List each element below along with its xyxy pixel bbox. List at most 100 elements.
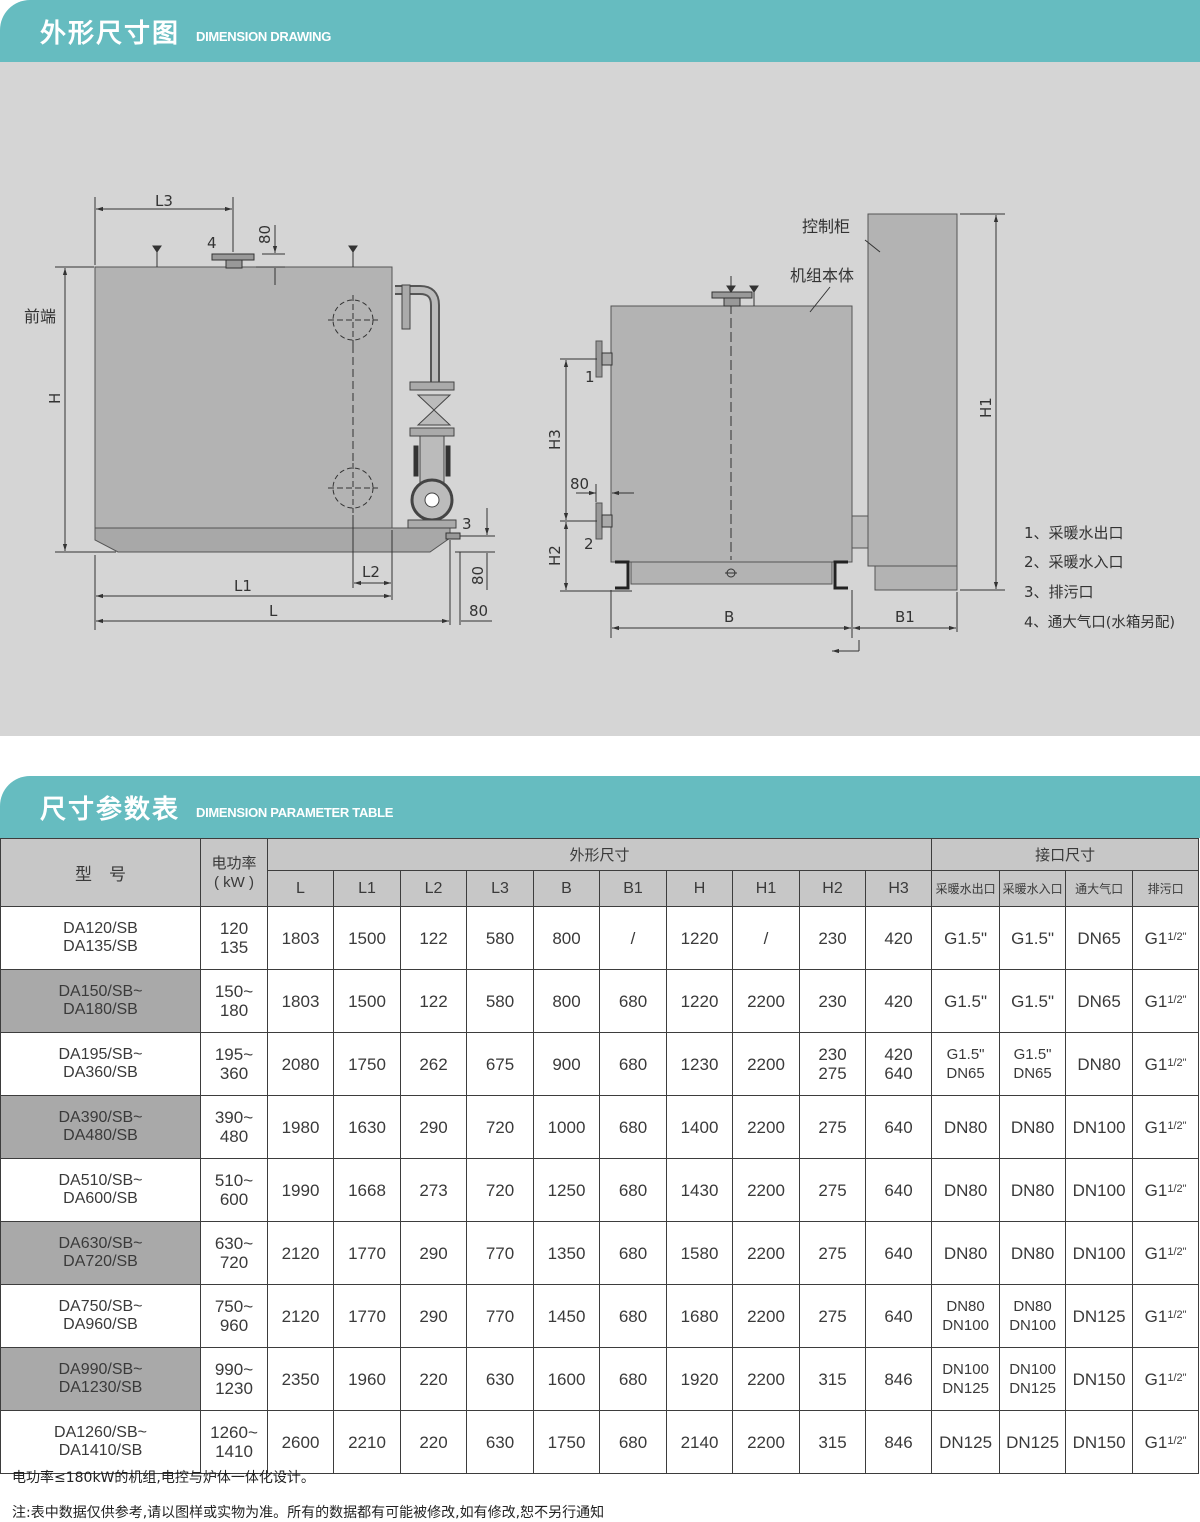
th-dim-l: L <box>267 870 334 907</box>
cell-port: G11/2" <box>1132 1095 1200 1159</box>
drain-size-base: G1 <box>1144 1370 1168 1389</box>
cell-dim: 1668 <box>333 1158 401 1222</box>
cell-power: 150~ 180 <box>200 969 268 1033</box>
cell-port: DN125 <box>1065 1284 1134 1348</box>
cell-dim: 275 <box>799 1095 866 1159</box>
cell-dim: 315 <box>799 1347 866 1411</box>
cell-dim: 420 <box>864 906 933 970</box>
drain-size-fraction: 1/2" <box>1167 1057 1187 1069</box>
th-dim-l3: L3 <box>466 870 534 907</box>
cell-dim: 2120 <box>267 1221 334 1285</box>
cell-port: DN100 <box>1065 1221 1134 1285</box>
cell-dim: 2080 <box>267 1032 334 1096</box>
cell-model: DA390/SB~ DA480/SB <box>0 1095 201 1159</box>
cell-dim: 580 <box>466 969 534 1033</box>
cell-port: G11/2" <box>1132 1347 1200 1411</box>
cell-port: DN80 <box>999 1095 1067 1159</box>
cell-dim: 290 <box>400 1221 467 1285</box>
cell-dim: 275 <box>799 1284 866 1348</box>
cell-power: 510~ 600 <box>200 1158 268 1222</box>
cell-port: G1.5" <box>931 969 1001 1033</box>
cell-dim: 230 <box>799 969 866 1033</box>
drain-size-fraction: 1/2" <box>1167 1435 1187 1447</box>
label-H: H <box>46 393 64 404</box>
cell-dim: 846 <box>864 1410 933 1474</box>
cell-power: 120 135 <box>200 906 268 970</box>
th-dim-l2: L2 <box>400 870 467 907</box>
cell-dim: 315 <box>799 1410 866 1474</box>
label-L: L <box>269 602 278 620</box>
cell-dim: 2200 <box>732 1410 800 1474</box>
th-dim-l1: L1 <box>333 870 401 907</box>
cell-port: DN150 <box>1065 1347 1134 1411</box>
cell-port: DN80 <box>931 1221 1001 1285</box>
cell-dim: 2200 <box>732 1095 800 1159</box>
drain-size-base: G1 <box>1144 1181 1168 1200</box>
cell-dim: 122 <box>400 969 467 1033</box>
cell-port: DN80 <box>999 1221 1067 1285</box>
cell-dim: 2600 <box>267 1410 334 1474</box>
label-H3: H3 <box>546 429 564 450</box>
cell-dim: 640 <box>864 1284 933 1348</box>
cell-dim: 1770 <box>333 1284 401 1348</box>
cell-dim: 1230 <box>666 1032 733 1096</box>
cell-port: DN100 <box>1065 1095 1134 1159</box>
drain-size-base: G1 <box>1144 1244 1168 1263</box>
cell-dim: 1980 <box>267 1095 334 1159</box>
cell-model: DA990/SB~ DA1230/SB <box>0 1347 201 1411</box>
cell-port: G11/2" <box>1132 1284 1200 1348</box>
cell-dim: 900 <box>533 1032 600 1096</box>
cell-port: DN65 <box>1065 969 1134 1033</box>
th-port-3: 排污口 <box>1132 870 1200 907</box>
cell-dim: 1960 <box>333 1347 401 1411</box>
cell-dim: 1450 <box>533 1284 600 1348</box>
label-L2: L2 <box>362 563 380 581</box>
label-80-top: 80 <box>256 225 274 244</box>
dimension-drawing-svg: L3 4 80 前端 H 3 L2 L1 80 L 80 1 2 H3 H2 8… <box>24 192 1175 654</box>
cell-dim: 1990 <box>267 1158 334 1222</box>
label-unit-body: 机组本体 <box>790 266 854 285</box>
cell-port: DN65 <box>1065 906 1134 970</box>
drain-size-base: G1 <box>1144 1118 1168 1137</box>
th-dim-h1: H1 <box>732 870 800 907</box>
tank-body-left <box>94 266 393 529</box>
cell-port: G11/2" <box>1132 1032 1200 1096</box>
cell-port: DN80 <box>1065 1032 1134 1096</box>
cell-dim: 2200 <box>732 1347 800 1411</box>
cell-dim: 640 <box>864 1158 933 1222</box>
th-dim-h2: H2 <box>799 870 866 907</box>
cell-dim: 122 <box>400 906 467 970</box>
th-port-sizes: 接口尺寸 <box>931 838 1200 871</box>
th-dim-h3: H3 <box>864 870 933 907</box>
cell-dim: 800 <box>533 906 600 970</box>
cell-port: G1.5" <box>931 906 1001 970</box>
cell-port: G11/2" <box>1132 969 1200 1033</box>
cell-dim: 2200 <box>732 1158 800 1222</box>
section-title-en: DIMENSION DRAWING <box>196 29 332 44</box>
label-L1: L1 <box>234 577 252 595</box>
cell-port: G11/2" <box>1132 1410 1200 1474</box>
section-title-en: DIMENSION PARAMETER TABLE <box>196 805 394 820</box>
cell-dim: 1630 <box>333 1095 401 1159</box>
cell-model: DA510/SB~ DA600/SB <box>0 1158 201 1222</box>
cell-dim: 420 640 <box>864 1032 933 1096</box>
cell-dim: 680 <box>599 1410 667 1474</box>
section-title-cn: 尺寸参数表 <box>40 795 181 825</box>
th-port-2: 通大气口 <box>1065 870 1134 907</box>
cell-port: G1.5" <box>999 969 1067 1033</box>
drain-size-fraction: 1/2" <box>1167 1120 1187 1132</box>
cell-dim: 262 <box>400 1032 467 1096</box>
note-disclaimer: 注:表中数据仅供参考,请以图样或实物为准。所有的数据都有可能被修改,如有修改,恕… <box>12 1505 605 1521</box>
cell-dim: 273 <box>400 1158 467 1222</box>
cell-dim: 1580 <box>666 1221 733 1285</box>
label-80-bottom: 80 <box>469 602 488 620</box>
label-B: B <box>724 608 734 626</box>
cell-power: 195~ 360 <box>200 1032 268 1096</box>
cell-dim: 1350 <box>533 1221 600 1285</box>
label-control-cabinet: 控制柜 <box>802 217 850 236</box>
section-header-parameter-table: 尺寸参数表 DIMENSION PARAMETER TABLE <box>0 776 1200 838</box>
